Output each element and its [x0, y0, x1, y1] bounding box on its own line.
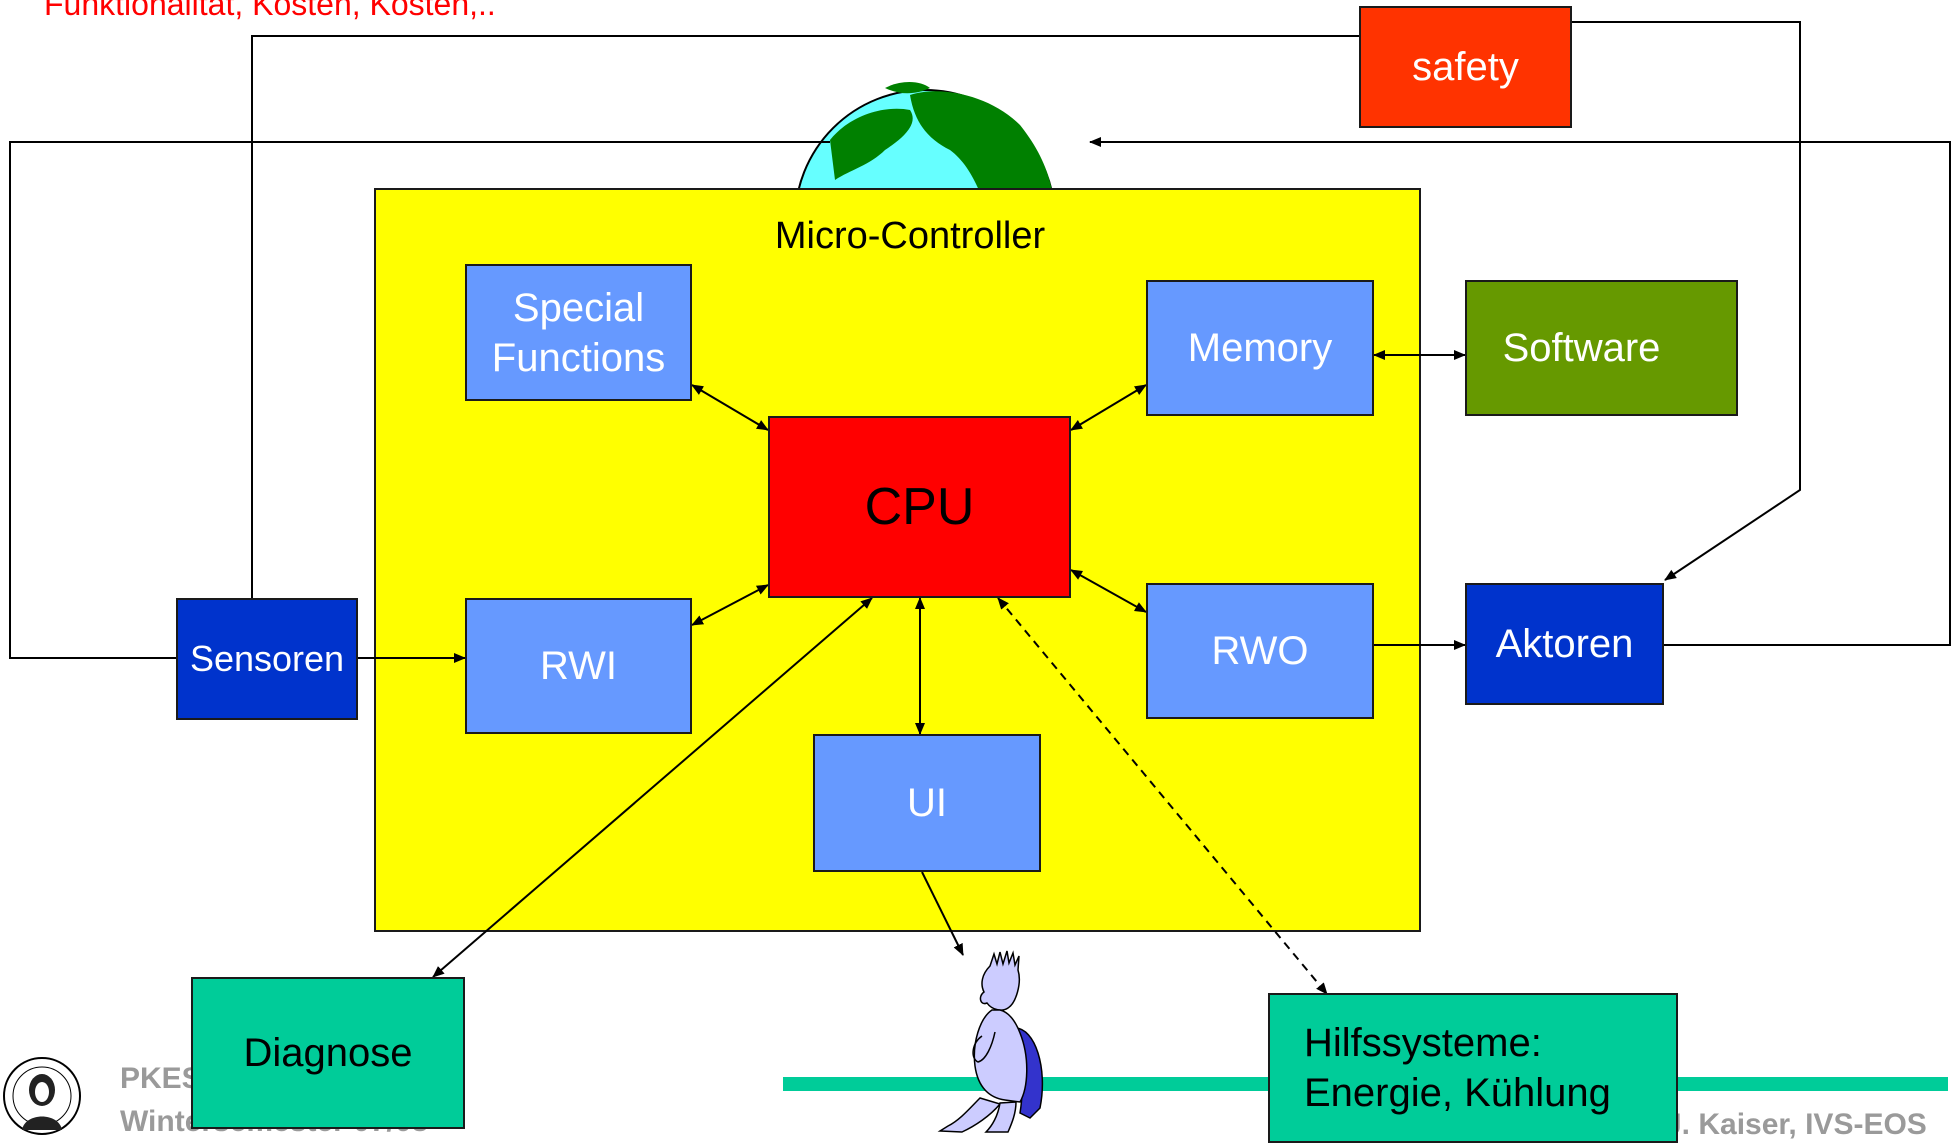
software-block: Software — [1465, 280, 1738, 416]
rwi-label: RWI — [539, 644, 618, 688]
memory-block: Memory — [1146, 280, 1374, 416]
aktoren-label: Aktoren — [1495, 621, 1634, 666]
special-functions-block: Special Functions — [465, 264, 692, 401]
diagnose-label: Diagnose — [243, 1030, 413, 1075]
hilfssysteme-block: Hilfssysteme: Energie, Kühlung — [1268, 993, 1678, 1143]
globe-icon — [797, 82, 1053, 190]
memory-label: Memory — [1187, 326, 1333, 370]
safety-block: safety — [1359, 6, 1572, 128]
sensoren-block: Sensoren — [176, 598, 358, 720]
safety-label: safety — [1412, 44, 1519, 89]
software-label: Software — [1502, 325, 1661, 370]
header-text: Funktionalität, Kosten, Kosten,.. — [44, 0, 496, 22]
cpu-block: CPU — [768, 416, 1071, 598]
thinking-person-icon — [937, 950, 1044, 1133]
footer-author: J. Kaiser, IVS-EOS — [1665, 1108, 1927, 1141]
micro-controller-label: Micro-Controller — [774, 215, 1046, 257]
university-seal-icon — [3, 1057, 81, 1135]
special-functions-label: Special Functions — [491, 285, 666, 380]
aktoren-block: Aktoren — [1465, 583, 1664, 705]
rwo-label: RWO — [1211, 629, 1309, 673]
cpu-label: CPU — [864, 478, 975, 536]
diagnose-block: Diagnose — [191, 977, 465, 1129]
rwi-block: RWI — [465, 598, 692, 734]
rwo-block: RWO — [1146, 583, 1374, 719]
footer-course: PKES — [120, 1062, 202, 1095]
sensoren-label: Sensoren — [189, 638, 345, 679]
ui-label: UI — [907, 781, 947, 825]
hilfssysteme-label: Hilfssysteme: Energie, Kühlung — [1304, 1021, 1611, 1115]
ui-block: UI — [813, 734, 1041, 872]
